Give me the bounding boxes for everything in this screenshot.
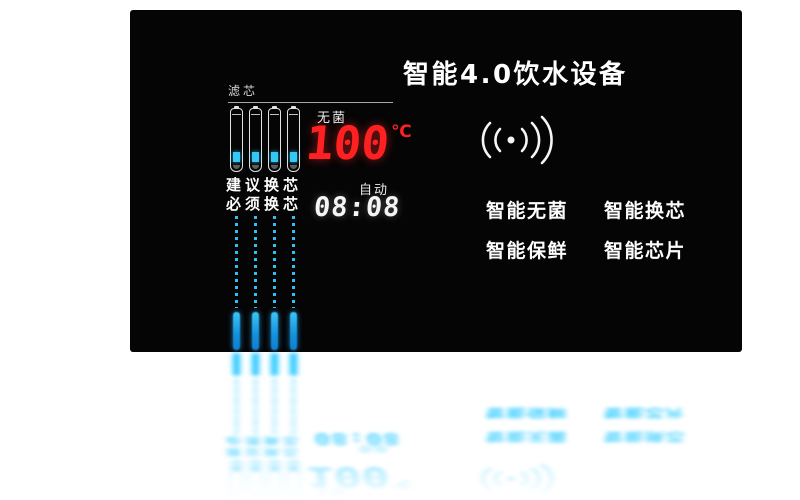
feature-smart-filter-change: 智能换芯 (604, 200, 687, 222)
feature-row-reflection: 智能无菌 智能换芯 (411, 429, 742, 445)
water-drip-line-reflection (273, 378, 276, 434)
feature-row-reflection: 智能保鲜 智能芯片 (411, 405, 742, 421)
filter-advice-text-reflection: 建议换芯 必须换芯 (226, 435, 303, 458)
temperature-unit-reflection: ℃ (391, 477, 412, 490)
time-display-reflection: 08:08 (312, 429, 402, 448)
cartridge-cap (270, 114, 279, 115)
cartridge-level-indicator (252, 152, 259, 162)
cartridge-level-indicator-reflection (290, 465, 297, 472)
water-drip-line (235, 216, 238, 308)
filter-cartridge-icon-reflection (230, 459, 243, 499)
cartridge-cap-reflection (251, 494, 260, 495)
cartridge-base-reflection (252, 461, 259, 464)
sterile-label: 无菌 (317, 111, 348, 126)
water-stream-icon (252, 312, 259, 350)
cartridge-base (233, 165, 240, 169)
water-drip-line (254, 216, 257, 308)
filter-cartridge-group (230, 106, 300, 172)
filter-cartridge-icon-reflection (249, 459, 262, 499)
cartridge-level-indicator-reflection (233, 465, 240, 472)
feature-smart-sterile-reflection: 智能无菌 (485, 429, 568, 443)
cartridge-level-indicator (290, 152, 297, 162)
cartridge-cap-reflection (270, 494, 279, 495)
cartridge-level-indicator-reflection (271, 465, 278, 472)
feature-smart-filter-change-reflection: 智能换芯 (604, 429, 687, 443)
cartridge-base (271, 165, 278, 169)
cartridge-base (290, 165, 297, 169)
temperature-unit: ℃ (391, 122, 412, 142)
feature-smart-chip-reflection: 智能芯片 (604, 405, 687, 419)
feature-row: 智能无菌 智能换芯 (411, 196, 761, 223)
temperature-display: 100℃ (303, 116, 412, 170)
sterile-label-reflection: 无菌 (317, 487, 348, 497)
cartridge-level-indicator-reflection (252, 465, 259, 472)
filter-cartridge-group-reflection (230, 459, 300, 499)
cartridge-cap-reflection (232, 494, 241, 495)
cartridge-cap (289, 114, 298, 115)
cartridge-cap-reflection (289, 494, 298, 495)
filter-cartridge-icon (287, 106, 300, 172)
temperature-value-reflection: 100 (303, 461, 392, 494)
feature-smart-chip: 智能芯片 (604, 240, 687, 262)
cartridge-cap (251, 114, 260, 115)
auto-mode-label: 自动 (359, 183, 390, 198)
filter-advice-line1-reflection: 建议换芯 (226, 446, 303, 458)
cartridge-base-reflection (290, 461, 297, 464)
filter-cartridge-icon (268, 106, 281, 172)
cartridge-base-reflection (271, 461, 278, 464)
feature-list-reflection: 智能无菌 智能换芯 智能保鲜 智能芯片 (411, 397, 742, 445)
cartridge-base (252, 165, 259, 169)
device-panel: 智能4.0饮水设备 滤芯 (130, 10, 742, 352)
temperature-display-reflection: 100℃ (303, 461, 412, 494)
filter-cartridge-icon-reflection (268, 459, 281, 499)
filter-advice-line1: 建议换芯 (226, 176, 303, 194)
panel-title: 智能4.0饮水设备 (403, 60, 628, 90)
water-drip-line (292, 216, 295, 308)
water-drip-line-reflection (292, 378, 295, 434)
filter-advice-text: 建议换芯 必须换芯 (226, 176, 302, 214)
wireless-signal-icon-reflection (461, 462, 571, 496)
water-drip-line (273, 216, 276, 308)
feature-row: 智能保鲜 智能芯片 (411, 236, 761, 263)
auto-mode-label-reflection: 自动 (359, 444, 390, 454)
feature-smart-sterile: 智能无菌 (485, 200, 568, 222)
water-stream-icon-reflection (233, 353, 240, 376)
filter-cartridge-icon (230, 106, 243, 172)
filter-advice-line2-reflection: 必须换芯 (226, 435, 303, 446)
reflection: 智能4.0饮水设备 滤芯 (130, 352, 742, 500)
time-display: 08:08 (312, 192, 402, 223)
cartridge-cap (232, 114, 241, 115)
feature-list: 智能无菌 智能换芯 智能保鲜 智能芯片 (411, 196, 761, 276)
filter-section-divider (228, 102, 393, 103)
filter-advice-line2: 必须换芯 (226, 195, 303, 213)
water-stream-icon (290, 312, 297, 350)
filter-cartridge-icon-reflection (287, 459, 300, 499)
cartridge-base-reflection (233, 461, 240, 464)
filter-section-label: 滤芯 (228, 84, 259, 98)
cartridge-level-indicator (271, 152, 278, 162)
water-stream-icon-reflection (290, 353, 297, 376)
wireless-signal-icon (461, 112, 571, 168)
feature-smart-freshness-reflection: 智能保鲜 (485, 405, 568, 419)
water-drip-line-reflection (235, 378, 238, 434)
water-drip-line-reflection (254, 378, 257, 434)
feature-smart-freshness: 智能保鲜 (485, 240, 568, 262)
water-stream-icon-reflection (271, 353, 278, 376)
cartridge-level-indicator (233, 152, 240, 162)
water-stream-icon-reflection (252, 353, 259, 376)
device-panel-reflection: 智能4.0饮水设备 滤芯 (130, 352, 742, 500)
filter-cartridge-icon (249, 106, 262, 172)
temperature-value: 100 (303, 116, 392, 170)
water-stream-icon (271, 312, 278, 350)
water-stream-icon (233, 312, 240, 350)
